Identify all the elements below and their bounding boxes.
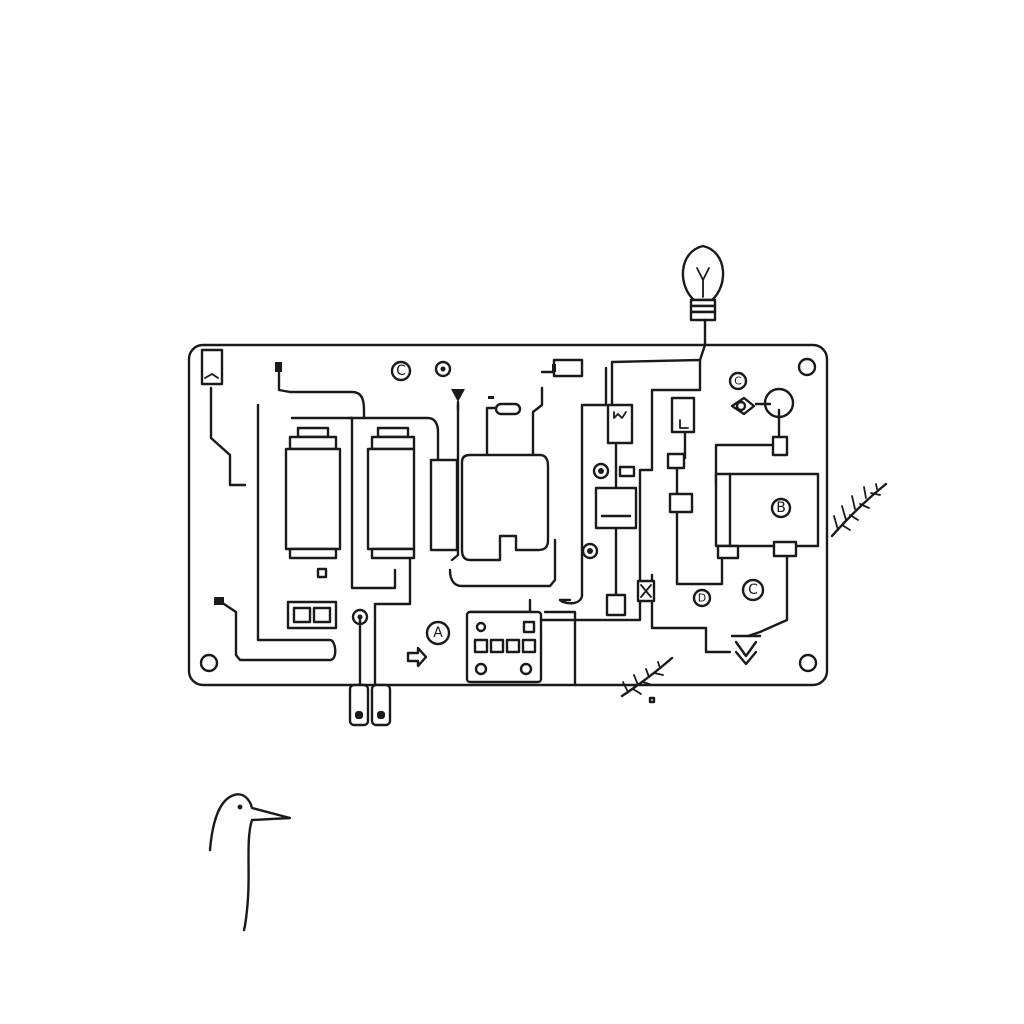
plug-pins xyxy=(348,683,392,727)
mounting-holes xyxy=(199,357,818,673)
target-icon xyxy=(434,360,452,378)
sensor-pad xyxy=(666,452,686,470)
label-b: B xyxy=(776,500,786,516)
label-b-ring xyxy=(770,497,792,519)
battery-connector xyxy=(552,358,584,378)
main-chip xyxy=(460,453,550,562)
circuit-traces xyxy=(209,318,789,697)
bird-icon xyxy=(208,793,292,932)
battery-cell-left xyxy=(284,426,342,560)
label-c-top-ring xyxy=(390,360,412,382)
fuse-component xyxy=(488,396,522,416)
label-c-right-ring xyxy=(741,578,765,602)
power-module xyxy=(714,472,820,560)
relay-module xyxy=(606,403,634,445)
battery-cell-right xyxy=(366,426,416,560)
label-c-top: C xyxy=(396,363,406,379)
light-bulb-icon xyxy=(681,244,725,322)
sensor-module xyxy=(670,396,696,434)
small-pad xyxy=(316,567,328,579)
indicator-connector xyxy=(771,435,789,457)
indicator-lamp xyxy=(763,387,795,419)
circuit-board xyxy=(187,343,829,687)
display-module xyxy=(594,486,638,530)
ground-symbol-icon xyxy=(730,634,762,666)
small-chip xyxy=(618,465,636,478)
resistor-block xyxy=(429,458,459,552)
connector-top-left xyxy=(200,348,224,386)
label-d: D xyxy=(698,592,706,605)
led-indicator xyxy=(592,462,610,480)
toggle-switch xyxy=(286,600,338,630)
switch-component xyxy=(605,593,627,617)
label-c-mid: C xyxy=(734,375,742,388)
label-a-ring xyxy=(425,620,451,646)
arrow-right-icon xyxy=(406,646,428,668)
fern-leaf-bottom-icon xyxy=(620,656,674,704)
fern-leaf-right-icon xyxy=(830,482,888,538)
diode-icon xyxy=(728,371,756,416)
test-point xyxy=(351,608,369,626)
keypad xyxy=(465,610,543,684)
label-a: A xyxy=(433,625,443,641)
label-c-right: C xyxy=(748,582,758,598)
label-d-ring xyxy=(692,588,712,608)
pin-header-small xyxy=(275,362,282,372)
sensor-box xyxy=(668,492,694,514)
pin-header-left xyxy=(214,597,224,605)
antenna-icon xyxy=(451,389,465,412)
led-small xyxy=(581,542,599,560)
